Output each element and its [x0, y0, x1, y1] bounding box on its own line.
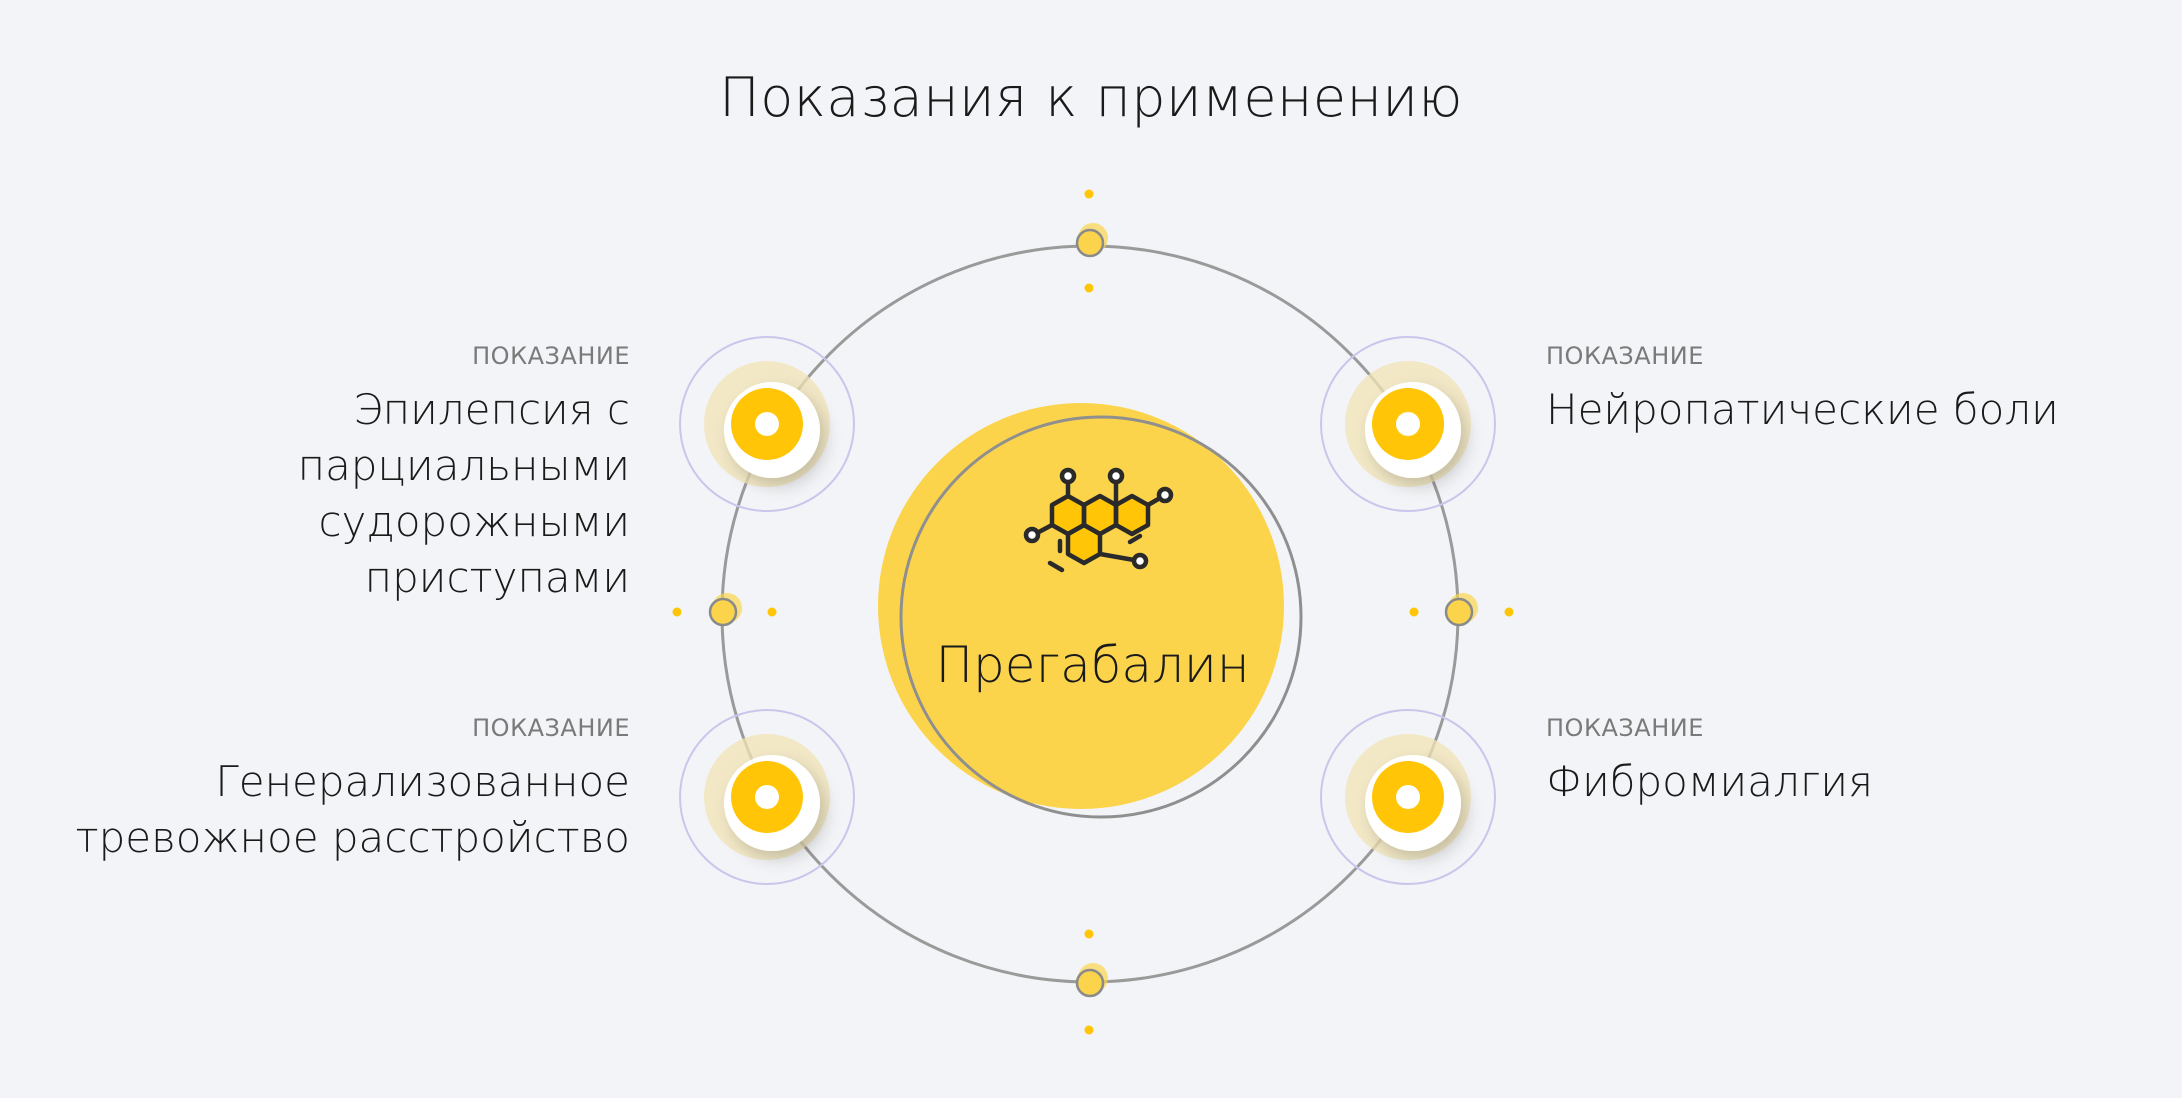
indication-tag: ПОКАЗАНИЕ: [1546, 714, 1704, 742]
indication-label: Фибромиалгия: [1546, 757, 1873, 806]
molecule-icon: [1023, 467, 1174, 573]
indication-tag: ПОКАЗАНИЕ: [1546, 342, 1704, 370]
node-bottom: [1075, 963, 1108, 998]
indication-fibromyalgia: ПОКАЗАНИЕ Фибромиалгия: [1546, 714, 2106, 810]
center-disc: [878, 403, 1303, 819]
node-left: [708, 593, 742, 627]
marker-anxiety: [679, 709, 855, 885]
marker-epilepsy: [679, 336, 855, 512]
page-title: Показания к применению: [719, 66, 1463, 129]
node-top: [1075, 223, 1108, 258]
indication-tag: ПОКАЗАНИЕ: [472, 342, 630, 370]
marker-fibromyalgia: [1320, 709, 1496, 885]
indication-anxiety: ПОКАЗАНИЕ Генерализованное тревожное рас…: [70, 714, 630, 866]
indication-label: Генерализованное тревожное расстройство: [75, 757, 630, 862]
marker-neuropathic-pain: [1320, 336, 1496, 512]
node-right: [1444, 593, 1478, 627]
indication-epilepsy: ПОКАЗАНИЕ Эпилепсия с парциальными судор…: [70, 342, 630, 606]
indication-neuropathic-pain: ПОКАЗАНИЕ Нейропатические боли: [1546, 342, 2106, 438]
accent-dots: [672, 189, 1514, 1035]
indication-label: Эпилепсия с парциальными судорожными при…: [297, 385, 630, 602]
drug-name: Прегабалин: [935, 636, 1250, 694]
indication-tag: ПОКАЗАНИЕ: [472, 714, 630, 742]
indication-label: Нейропатические боли: [1546, 385, 2059, 434]
